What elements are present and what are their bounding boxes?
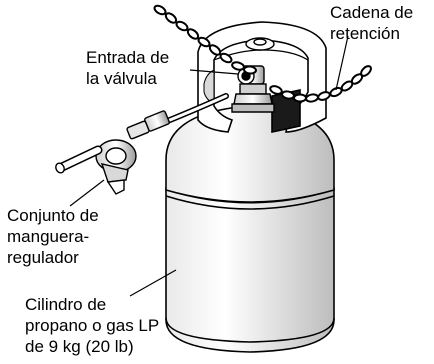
label-retention-chain-line-1: Cadena de bbox=[330, 3, 414, 22]
label-cylinder-line-1: Cilindro de bbox=[25, 295, 107, 314]
label-cylinder-line-2: propano o gas LP bbox=[25, 316, 160, 335]
retention-chain bbox=[153, 4, 372, 103]
hose-regulator-assembly bbox=[55, 93, 229, 195]
leader-valve bbox=[189, 69, 239, 75]
label-hose-regulator-line-3: regulador bbox=[7, 248, 79, 267]
leader-lines bbox=[69, 35, 349, 297]
leader-chain bbox=[335, 35, 349, 91]
label-retention-chain-line-2: retención bbox=[330, 24, 400, 43]
propane-cylinder bbox=[165, 105, 335, 353]
label-retention-chain: Cadena de retención bbox=[330, 2, 413, 44]
label-hose-regulator: Conjunto de manguera- regulador bbox=[7, 205, 99, 268]
leader-cylinder bbox=[129, 269, 177, 297]
label-valve-inlet: Entrada de la válvula bbox=[86, 47, 169, 89]
leader-hose bbox=[69, 179, 105, 207]
label-cylinder-line-3: de 9 kg (20 lb) bbox=[25, 337, 134, 356]
label-hose-regulator-line-2: manguera- bbox=[7, 227, 90, 246]
label-valve-inlet-line-1: Entrada de bbox=[86, 48, 170, 67]
valve-cap bbox=[245, 37, 275, 51]
label-hose-regulator-line-1: Conjunto de bbox=[7, 206, 99, 225]
label-valve-inlet-line-2: la válvula bbox=[86, 69, 157, 88]
label-cylinder: Cilindro de propano o gas LP de 9 kg (20… bbox=[25, 294, 159, 357]
